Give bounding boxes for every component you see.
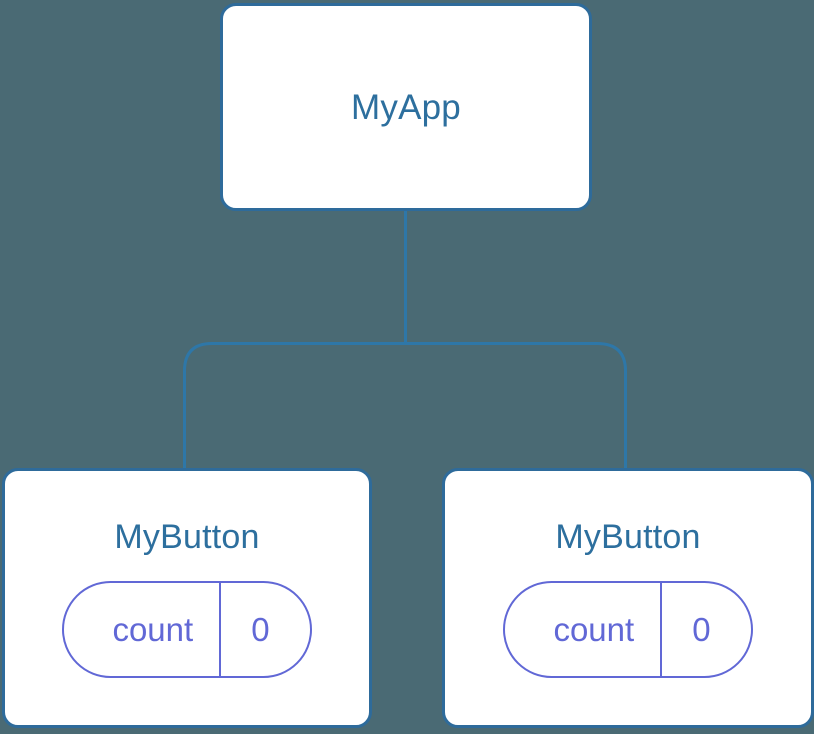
state-value-label: 0 [692, 611, 711, 648]
state-key-label: count [112, 611, 194, 648]
node-mybutton-left[interactable]: MyButton count 0 [2, 468, 372, 728]
pill-divider [660, 583, 663, 676]
state-pill[interactable]: count 0 [503, 581, 753, 678]
node-myapp[interactable]: MyApp [220, 3, 592, 211]
node-mybutton-right[interactable]: MyButton count 0 [442, 468, 814, 728]
node-title: MyButton [114, 518, 260, 556]
state-pill[interactable]: count 0 [62, 581, 312, 678]
state-value-label: 0 [251, 611, 270, 648]
node-title: MyApp [351, 87, 461, 127]
node-title: MyButton [555, 518, 701, 556]
edge-root-to-child-right [405, 342, 627, 470]
state-key-label: count [553, 611, 635, 648]
edge-root-to-child-left [183, 342, 406, 470]
pill-divider [219, 583, 222, 676]
